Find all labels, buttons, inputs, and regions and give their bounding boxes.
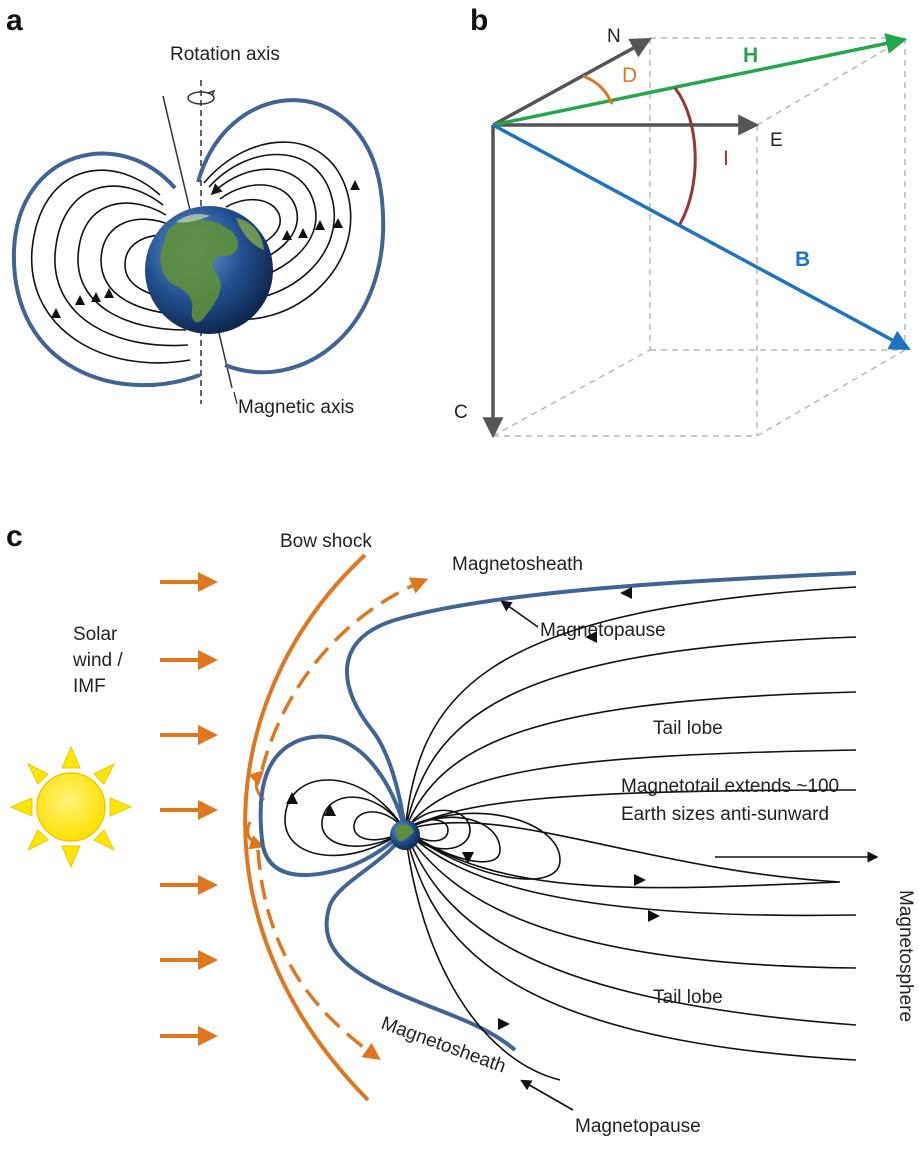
magnetopause-boundary (258, 571, 857, 1052)
field-lines-left (31, 169, 191, 364)
svg-text:IMF: IMF (73, 676, 106, 697)
magnetosheath-flow-arrows (256, 577, 429, 1061)
magnetopause-bottom-pointer (520, 1079, 574, 1111)
magnetic-axis-leader (233, 391, 238, 405)
tail-lobe-bottom-label: Tail lobe (653, 987, 723, 1008)
svg-text:Magnetotail extends ~100: Magnetotail extends ~100 (621, 776, 839, 797)
magnetopause-bottom-label: Magnetopause (575, 1116, 701, 1137)
magnetosheath-bottom-label: Magnetosheath (378, 1013, 508, 1078)
panel-c-letter: c (6, 520, 23, 553)
field-direction-arrows (286, 587, 660, 1030)
bow-shock-curve (243, 553, 370, 1102)
center-label: C (454, 402, 468, 423)
magnetosheath-top-label: Magnetosheath (452, 554, 583, 575)
inclination-arc (673, 87, 697, 225)
field-arrows-left (51, 288, 114, 318)
earth-small-icon (390, 820, 420, 850)
magnetopause-top-label: Magnetopause (540, 620, 666, 641)
sun-icon (9, 745, 133, 869)
h-vector-arrow (492, 33, 908, 127)
outer-field-line-left (11, 151, 201, 388)
b-label: B (795, 248, 810, 271)
inclination-label: I (723, 147, 729, 170)
panel-c: c Bow shock Magnetosheath Solar wind / I… (6, 520, 916, 1137)
field-lines-right (203, 141, 352, 320)
h-label: H (743, 44, 758, 67)
svg-text:Solar: Solar (73, 624, 118, 645)
solar-wind-label: Solar wind / IMF (72, 624, 123, 697)
panel-a-letter: a (6, 4, 23, 37)
panel-a: a Rotation axis Magnetic axis (6, 4, 386, 418)
svg-text:wind /: wind / (72, 650, 123, 671)
north-label: N (607, 26, 621, 47)
b-vector-arrow (492, 123, 911, 350)
field-arrows-right (282, 180, 360, 240)
solar-wind-arrows (160, 572, 218, 1046)
earth-globe-icon (145, 206, 273, 334)
tail-lobe-top-label: Tail lobe (653, 718, 723, 739)
east-label: E (770, 130, 783, 151)
dayside-loops (284, 779, 471, 857)
magnetotail-label: Magnetotail extends ~100 Earth sizes ant… (621, 776, 839, 825)
tail-field-lines-lower (404, 829, 857, 1081)
magnetopause-top-pointer (500, 600, 539, 628)
magnetic-axis-label: Magnetic axis (238, 397, 354, 418)
declination-arc (582, 74, 614, 105)
north-axis-arrow (492, 37, 652, 127)
coordinate-box (492, 37, 906, 437)
plasma-sheet-lines (404, 812, 841, 889)
declination-label: D (622, 64, 637, 87)
magnetosphere-label: Magnetosphere (895, 890, 916, 1022)
outer-field-line-right (196, 98, 386, 375)
rotation-axis-label: Rotation axis (170, 44, 280, 65)
bow-shock-label: Bow shock (280, 531, 372, 552)
svg-text:Earth sizes anti-sunward: Earth sizes anti-sunward (621, 804, 829, 825)
rotation-arrow-icon (187, 89, 216, 105)
panel-b-letter: b (470, 4, 488, 37)
panel-b: b N E C H B D I (454, 4, 911, 439)
